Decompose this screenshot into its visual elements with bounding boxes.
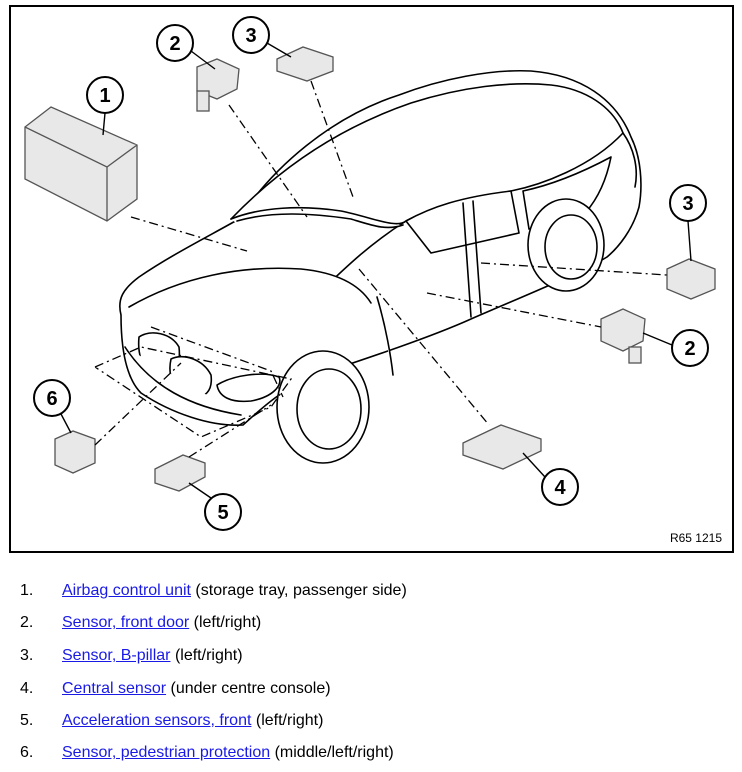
car-outline	[119, 69, 642, 464]
link-central-sensor[interactable]: Central sensor	[62, 680, 167, 697]
link-sensor-b-pillar[interactable]: Sensor, B-pillar	[62, 647, 171, 664]
legend-note: (left/right)	[255, 712, 324, 729]
leader-lines	[94, 80, 668, 458]
component-acceleration-sensor-front	[154, 454, 206, 492]
component-airbag-control-unit	[24, 106, 138, 222]
callout-5-label: 5	[217, 502, 228, 524]
component-sensor-front-door-right	[600, 308, 646, 364]
callout-4-label: 4	[554, 477, 566, 499]
callout-4: 4	[522, 452, 579, 506]
component-central-sensor	[462, 424, 542, 470]
legend-number: 4.	[20, 680, 34, 697]
callout-2-top: 2	[156, 24, 216, 70]
callout-2b-label: 2	[684, 338, 695, 360]
link-sensor-pedestrian-protection[interactable]: Sensor, pedestrian protection	[62, 744, 271, 761]
link-acceleration-sensors-front[interactable]: Acceleration sensors, front	[62, 712, 252, 729]
legend-item-4: 4. Central sensor (under centre console)	[20, 678, 331, 700]
legend-number: 6.	[20, 744, 34, 761]
callout-3-right: 3	[669, 184, 707, 262]
callout-6: 6	[33, 379, 72, 434]
legend-item-6: 6. Sensor, pedestrian protection (middle/…	[20, 742, 394, 764]
legend-note: (under centre console)	[170, 680, 331, 697]
component-sensor-front-door-top	[196, 58, 240, 112]
link-sensor-front-door[interactable]: Sensor, front door	[62, 614, 190, 631]
legend-number: 1.	[20, 582, 34, 599]
callout-3-label: 3	[245, 25, 256, 47]
callout-5: 5	[188, 482, 242, 531]
legend-item-5: 5. Acceleration sensors, front (left/righ…	[20, 710, 323, 732]
component-pedestrian-sensor	[54, 430, 96, 474]
car-diagram: 1 2 3 3 2 6 4	[24, 16, 716, 531]
legend-number: 2.	[20, 614, 34, 631]
legend-item-2: 2. Sensor, front door (left/right)	[20, 612, 261, 634]
link-airbag-control-unit[interactable]: Airbag control unit	[62, 582, 191, 599]
legend-note: (left/right)	[174, 647, 243, 664]
callout-3-top: 3	[232, 16, 292, 58]
legend-number: 5.	[20, 712, 34, 729]
component-sensor-bpillar-top	[276, 46, 334, 82]
legend-note: (storage tray, passenger side)	[195, 582, 407, 599]
legend-item-1: 1. Airbag control unit (storage tray, pas…	[20, 580, 407, 602]
diagram-figure: 1 2 3 3 2 6 4	[9, 5, 734, 553]
figure-reference: R65 1215	[669, 531, 722, 545]
callout-3b-label: 3	[682, 193, 693, 215]
callout-2-right: 2	[642, 329, 709, 367]
callout-6-label: 6	[46, 388, 57, 410]
legend-number: 3.	[20, 647, 34, 664]
component-sensor-bpillar-right	[666, 258, 716, 300]
legend-item-3: 3. Sensor, B-pillar (left/right)	[20, 645, 243, 667]
callout-2-label: 2	[169, 33, 180, 55]
callout-1: 1	[86, 76, 124, 136]
legend-note: (middle/left/right)	[274, 744, 394, 761]
legend-note: (left/right)	[193, 614, 262, 631]
callout-1-label: 1	[99, 85, 110, 107]
